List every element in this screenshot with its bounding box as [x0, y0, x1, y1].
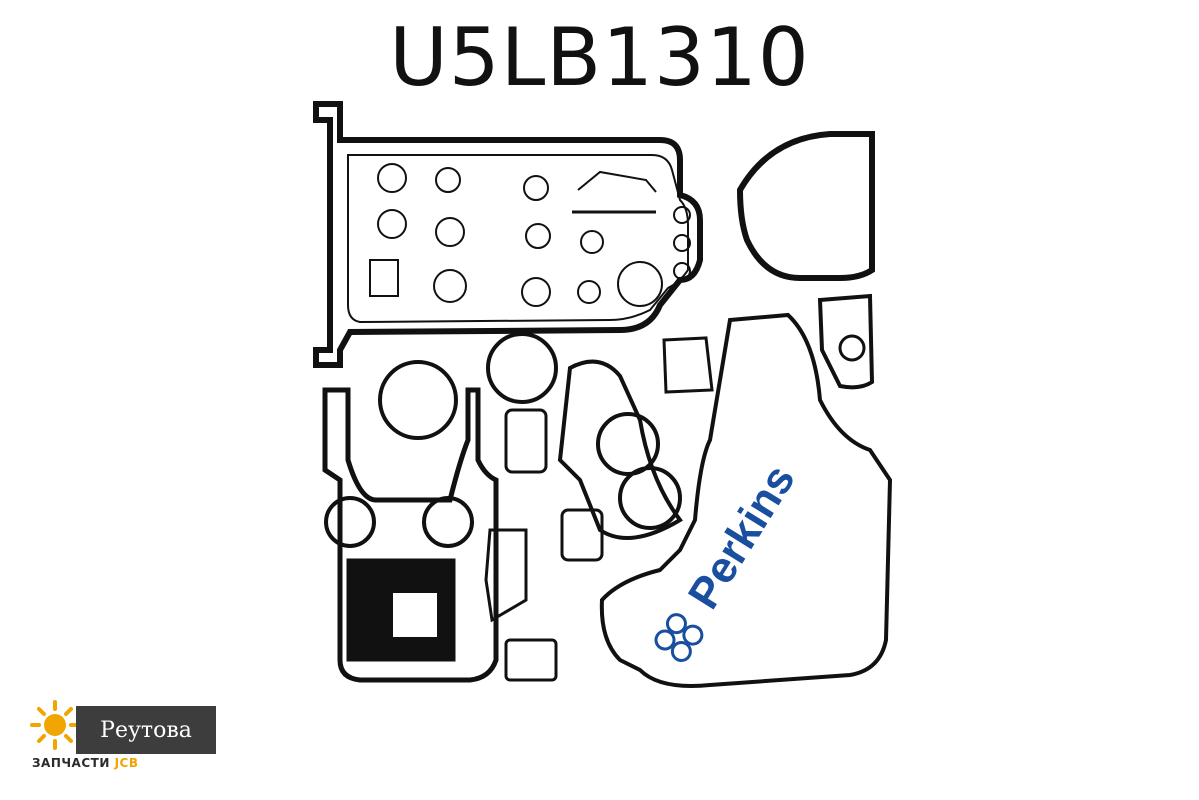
part-number-title: U5LB1310: [389, 11, 810, 104]
watermark-brand: Реутова: [76, 706, 216, 754]
perkins-logo: [654, 613, 704, 662]
sun-icon: [30, 700, 80, 750]
watermark-subtitle: ЗАПЧАСТИ JCB: [32, 756, 139, 770]
watermark: Реутова ЗАПЧАСТИ JCB: [30, 700, 216, 780]
engine-gasket-set-icon: Perkins: [313, 101, 893, 688]
